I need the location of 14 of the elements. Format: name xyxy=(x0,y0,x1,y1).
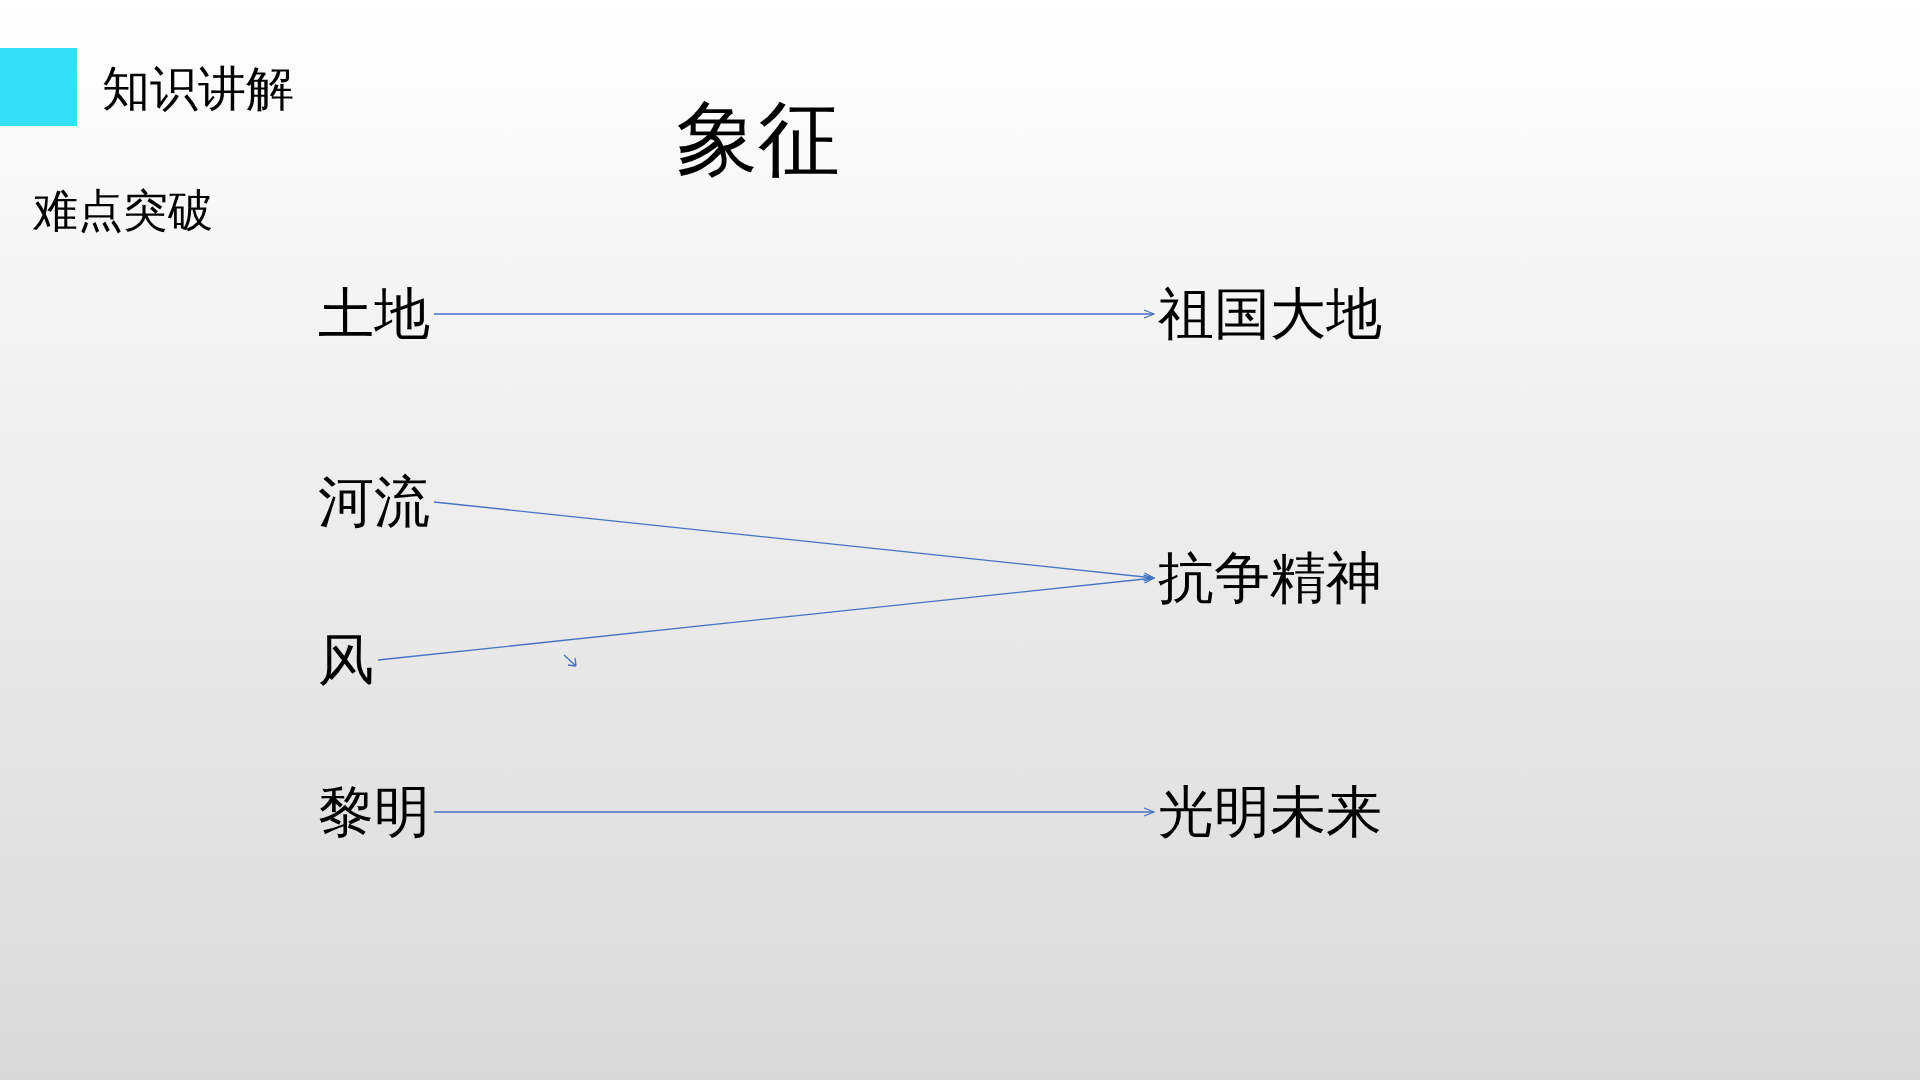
term-text: 祖国大地 xyxy=(1158,286,1382,342)
term-text: 土地 xyxy=(318,286,430,342)
slide-title: 象征 xyxy=(676,98,840,180)
subheading: 难点突破 xyxy=(33,188,213,233)
term-text: 风 xyxy=(318,632,374,688)
term-text: 光明未来 xyxy=(1158,784,1382,840)
arrow xyxy=(433,807,1155,817)
arrow xyxy=(377,574,1155,661)
arrow xyxy=(433,501,1155,582)
term-text: 河流 xyxy=(318,474,430,530)
term-text: 黎明 xyxy=(318,784,430,840)
section-heading: 知识讲解 xyxy=(102,64,294,112)
arrow xyxy=(433,309,1155,319)
term-text: 抗争精神 xyxy=(1158,550,1382,606)
